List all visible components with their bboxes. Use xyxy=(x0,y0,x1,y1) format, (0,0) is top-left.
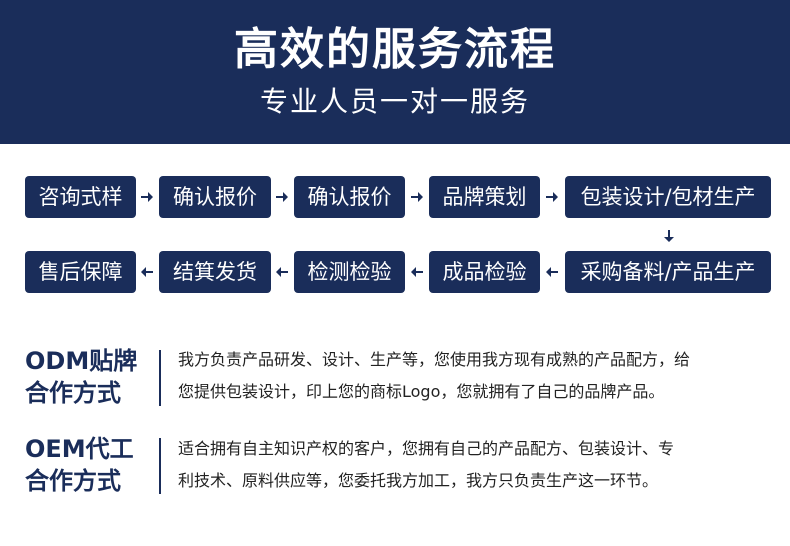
arrow-left-icon xyxy=(275,265,289,279)
oem-title-line1: OEM代工 xyxy=(25,435,134,463)
oem-divider xyxy=(159,438,161,494)
flow-step-testing: 检测检验 xyxy=(294,251,405,293)
odm-description-line1: 我方负责产品研发、设计、生产等，您使用我方现有成熟的产品配方，给 xyxy=(178,350,691,369)
arrow-right-icon xyxy=(545,190,559,204)
flow-step-brand-planning: 品牌策划 xyxy=(429,176,540,218)
arrow-left-icon xyxy=(545,265,559,279)
flow-step-finished-inspection: 成品检验 xyxy=(429,251,540,293)
arrow-right-icon xyxy=(275,190,289,204)
flow-step-after-sales: 售后保障 xyxy=(25,251,136,293)
flow-step-production: 采购备料/产品生产 xyxy=(565,251,771,293)
page-title: 高效的服务流程 xyxy=(234,24,556,75)
arrow-right-icon xyxy=(140,190,154,204)
oem-description-line2: 利技术、原料供应等，您委托我方加工，我方只负责生产这一环节。 xyxy=(178,471,659,490)
flow-step-quote-2: 确认报价 xyxy=(294,176,405,218)
oem-description-line1: 适合拥有自主知识产权的客户，您拥有自己的产品配方、包装设计、专 xyxy=(178,439,675,458)
arrow-left-icon xyxy=(140,265,154,279)
flow-step-consult: 咨询式样 xyxy=(25,176,136,218)
odm-title-line1: ODM贴牌 xyxy=(25,347,138,375)
flow-step-packaging: 包装设计/包材生产 xyxy=(565,176,771,218)
arrow-right-icon xyxy=(410,190,424,204)
header-banner: 高效的服务流程 专业人员一对一服务 xyxy=(0,0,790,144)
page-subtitle: 专业人员一对一服务 xyxy=(259,85,530,118)
oem-title-line2: 合作方式 xyxy=(25,467,121,495)
arrow-left-icon xyxy=(410,265,424,279)
odm-title-line2: 合作方式 xyxy=(25,379,121,407)
odm-divider xyxy=(159,350,161,406)
flow-step-quote-1: 确认报价 xyxy=(159,176,271,218)
arrow-down-icon xyxy=(662,229,676,243)
flow-step-shipping: 结箕发货 xyxy=(159,251,271,293)
odm-description-line2: 您提供包装设计，印上您的商标Logo，您就拥有了自己的品牌产品。 xyxy=(178,382,665,401)
